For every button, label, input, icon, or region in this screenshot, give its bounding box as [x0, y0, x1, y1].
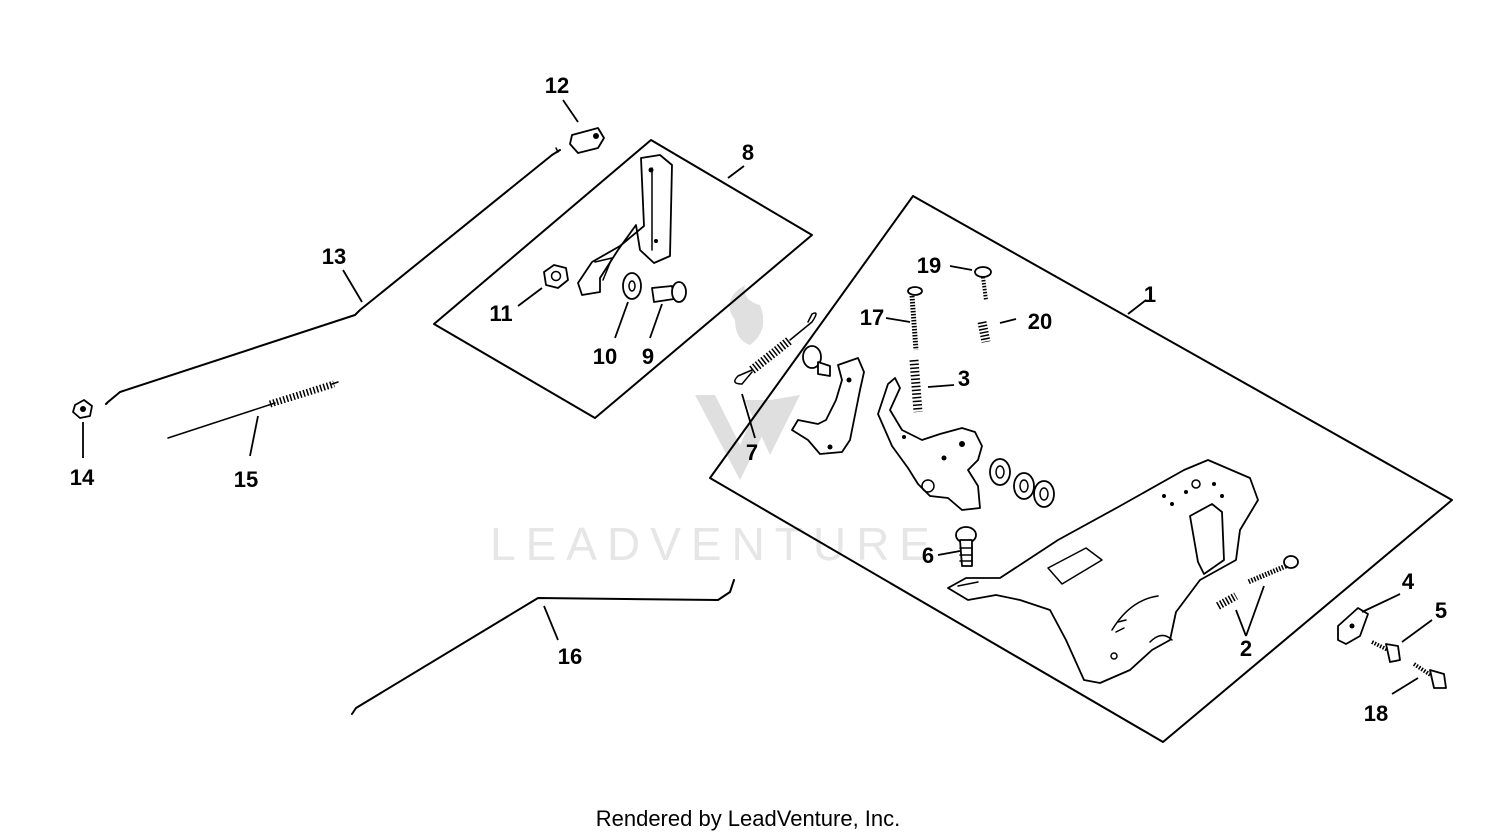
part-14-nut — [72, 399, 93, 419]
callout-7: 7 — [746, 440, 758, 465]
callout-6: 6 — [922, 543, 934, 568]
part-8-bracket — [577, 154, 673, 296]
callout-20: 20 — [1028, 309, 1052, 334]
part-9-bolt — [651, 281, 687, 303]
callout-4: 4 — [1402, 569, 1415, 594]
part-13-rod — [105, 147, 561, 405]
part-12-clip — [569, 127, 605, 154]
part-7-spring — [734, 312, 817, 385]
part-18-bolt — [1412, 662, 1447, 689]
callout-1: 1 — [1144, 282, 1156, 307]
callout-9: 9 — [642, 344, 654, 369]
watermark: LEADVENTURE — [490, 285, 940, 570]
callout-2: 2 — [1240, 636, 1252, 661]
callout-5: 5 — [1435, 598, 1447, 623]
part-2-screw — [1247, 555, 1299, 585]
part-4-clip — [1337, 607, 1369, 645]
subassembly-8-panel — [433, 139, 813, 419]
footer-credit: Rendered by LeadVenture, Inc. — [596, 806, 901, 831]
callouts: 1 2 3 4 5 6 7 8 9 10 11 12 13 14 15 16 1… — [70, 73, 1447, 726]
callout-15: 15 — [234, 467, 258, 492]
callout-19: 19 — [917, 253, 941, 278]
callout-14: 14 — [70, 465, 95, 490]
callout-17: 17 — [860, 305, 884, 330]
part-pivot-arm — [791, 345, 865, 455]
part-3-spring — [909, 359, 923, 413]
callout-8: 8 — [742, 140, 754, 165]
part-washers — [989, 458, 1055, 508]
callout-18: 18 — [1364, 701, 1388, 726]
part-16-rod — [351, 579, 735, 715]
callout-16: 16 — [558, 644, 582, 669]
part-main-bracket — [947, 459, 1259, 684]
callout-13: 13 — [322, 244, 346, 269]
part-6-screw — [955, 526, 977, 567]
part-governor-lever — [877, 377, 983, 511]
part-19-screw — [974, 266, 992, 301]
callout-10: 10 — [593, 344, 617, 369]
part-11-nut — [543, 264, 569, 289]
callout-3: 3 — [958, 366, 970, 391]
part-10-washer — [622, 272, 642, 300]
part-20-spring — [977, 321, 991, 343]
callout-11: 11 — [489, 301, 512, 326]
leader-lines — [82, 99, 1433, 695]
part-2-spring — [1216, 592, 1238, 610]
watermark-text: LEADVENTURE — [490, 518, 940, 570]
subassembly-1-panel — [709, 195, 1453, 743]
part-17-screw — [907, 286, 923, 351]
part-15-spring — [167, 380, 339, 439]
callout-12: 12 — [545, 73, 569, 98]
part-5-bolt — [1371, 640, 1401, 663]
